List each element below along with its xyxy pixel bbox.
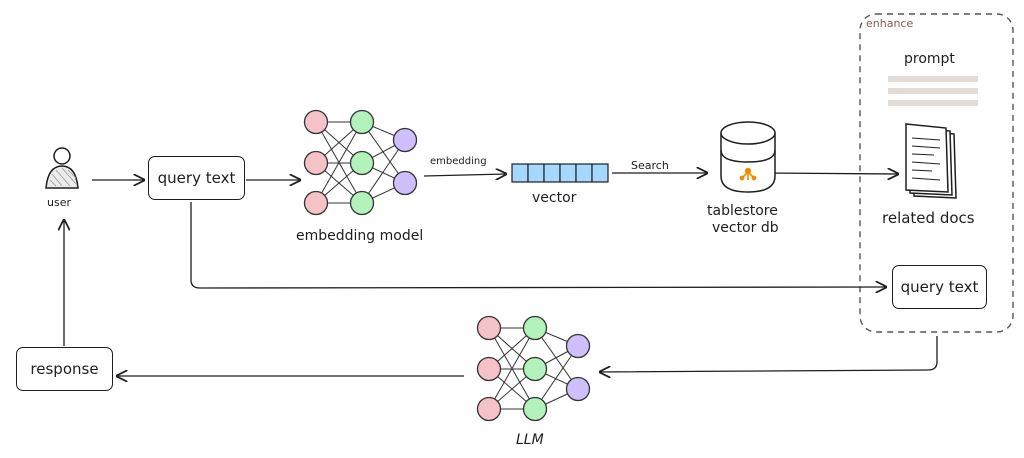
documents-icon xyxy=(905,123,957,199)
edge-query-bypass xyxy=(190,202,886,288)
prompt-label: prompt xyxy=(904,51,955,67)
user-icon xyxy=(45,147,79,189)
vector-label: vector xyxy=(532,190,577,206)
embedding-model-icon xyxy=(303,109,418,216)
nn-output-node xyxy=(392,127,418,153)
nn-input-node xyxy=(303,109,329,135)
edge-search-label: Search xyxy=(631,159,669,172)
nn-hidden-node xyxy=(522,315,548,341)
nn-output-node xyxy=(565,376,591,402)
llm-label: LLM xyxy=(516,432,544,448)
nn-hidden-node xyxy=(349,190,375,216)
tablestore-label-1: tablestore xyxy=(707,203,778,219)
edge-db-docs xyxy=(763,173,898,174)
nn-hidden-node xyxy=(522,356,548,382)
query-text-box: query text xyxy=(148,156,245,200)
prompt-lines-icon xyxy=(888,76,978,106)
enhance-label: enhance xyxy=(866,17,914,30)
llm-icon xyxy=(476,315,591,422)
edge-enhance-llm xyxy=(600,336,938,372)
edges xyxy=(64,173,938,376)
response-label: response xyxy=(30,360,99,378)
nn-output-node xyxy=(392,170,418,196)
related-docs-label: related docs xyxy=(882,209,975,227)
nn-input-node xyxy=(303,190,329,216)
edge-embedding-vector xyxy=(423,174,506,176)
edge-embedding-label: embedding xyxy=(430,156,487,167)
embedding-model-label: embedding model xyxy=(296,228,424,244)
nn-hidden-node xyxy=(349,109,375,135)
nn-hidden-node xyxy=(349,150,375,176)
tablestore-label-2: vector db xyxy=(712,220,779,236)
nn-input-node xyxy=(303,150,329,176)
nn-input-node xyxy=(476,396,502,422)
nn-input-node xyxy=(476,315,502,341)
user-label: user xyxy=(47,196,71,209)
nn-output-node xyxy=(565,333,591,359)
nn-hidden-node xyxy=(522,396,548,422)
query-text-box-2: query text xyxy=(892,265,987,309)
database-icon xyxy=(720,121,776,193)
vector-icon xyxy=(511,163,609,183)
query-text-label: query text xyxy=(157,169,236,187)
db-logo-icon xyxy=(739,167,757,181)
nn-input-node xyxy=(476,356,502,382)
enhance-group xyxy=(859,13,1014,333)
query-text-label-2: query text xyxy=(900,278,979,296)
response-box: response xyxy=(16,347,113,391)
